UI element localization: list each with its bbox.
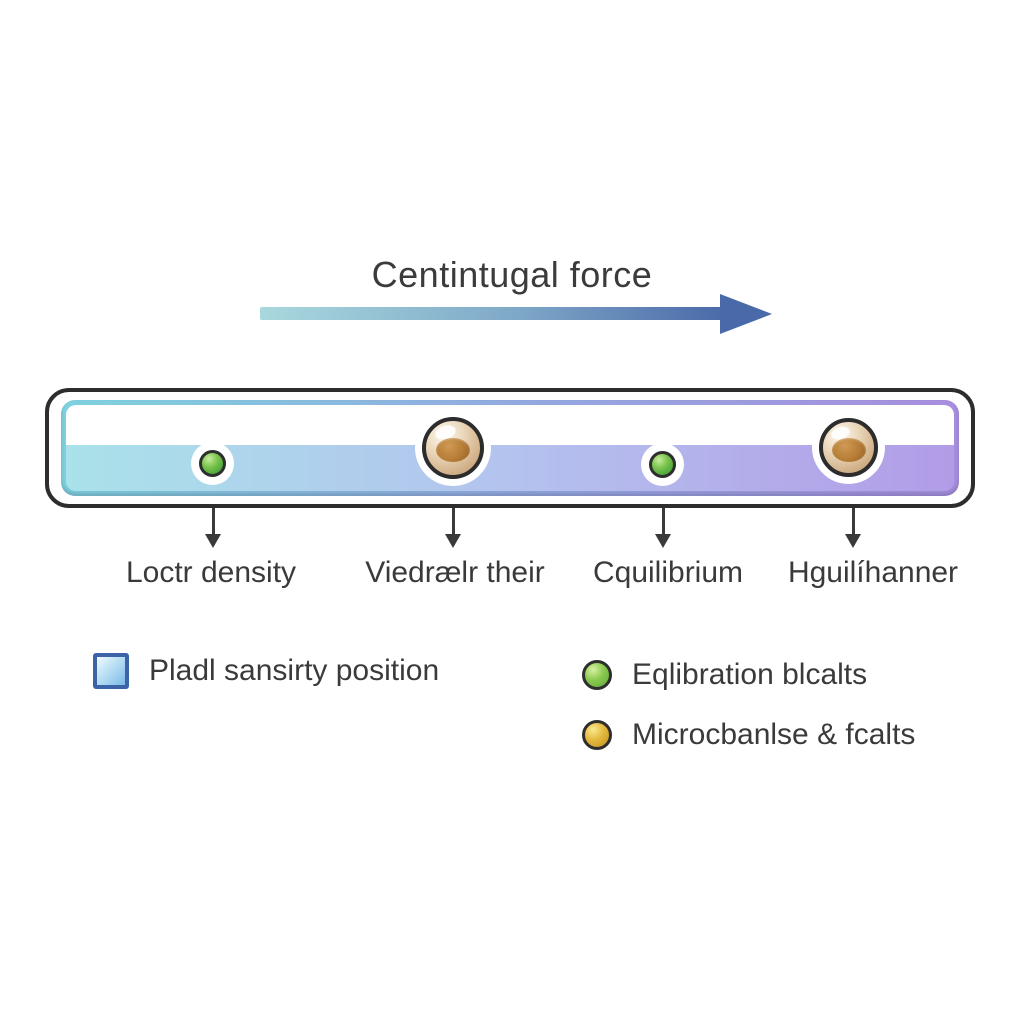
down-arrow-icon-3 [655,508,671,548]
legend-label: Eqlibration blcalts [632,658,868,691]
position-label-2: Viedrælr their [365,556,545,589]
green-bead-icon [582,660,612,690]
tube-gradient-rim [61,400,959,496]
legend-item-green-beads: Eqlibration blcalts [582,658,867,692]
tan-bead-2 [819,418,878,477]
tan-bead-1 [422,417,484,479]
legend-item-gradient: Pladl sansirty position [93,653,439,689]
legend-label: Microcbanlse & fcalts [632,718,916,751]
down-arrow-icon-2 [445,508,461,548]
blue-square-swatch-icon [93,653,129,689]
force-arrow-head-icon [720,294,772,334]
bead-nucleus [436,438,470,463]
centrifuge-tube [45,388,975,508]
down-arrow-icon-1 [205,508,221,548]
gold-bead-icon [582,720,612,750]
diagram-title: Centintugal force [371,254,653,295]
position-label-1: Loctr density [125,556,297,589]
position-label-4: Hguilíhanner [787,556,959,589]
green-bead-2 [649,451,676,478]
position-label-3: Cquilibrium [592,556,744,589]
legend-item-gold-beads: Microcbanlse & fcalts [582,718,915,752]
green-bead-1 [199,450,226,477]
tube-top-region [66,405,954,445]
legend-label: Pladl sansirty position [149,654,440,687]
force-arrow-shaft [260,307,726,320]
bead-nucleus [831,437,866,462]
down-arrow-icon-4 [845,508,861,548]
